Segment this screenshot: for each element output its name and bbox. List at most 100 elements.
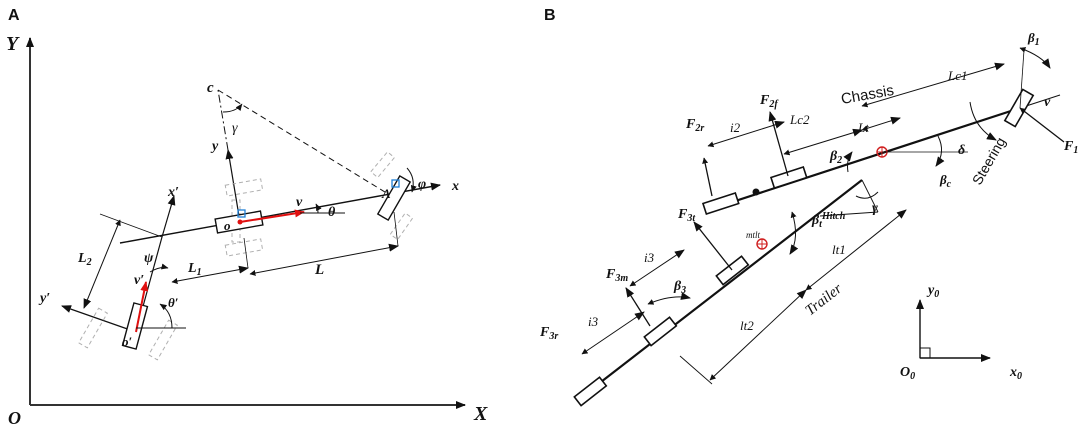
i3a-label: i3	[644, 250, 655, 265]
force-f3t-arrow	[693, 221, 733, 271]
beta3-arc	[647, 292, 691, 305]
mass-label: mtlt	[746, 230, 761, 240]
lc2-dimension	[783, 128, 863, 156]
beta3-label: β3	[673, 279, 686, 296]
vehicle-x-axis	[119, 182, 441, 244]
vehicle-x-label: x	[451, 179, 459, 194]
axis-to-center-line	[217, 89, 229, 151]
delta-arc	[969, 101, 997, 141]
right-angle-mark-1	[237, 209, 246, 218]
l-label: L	[314, 262, 324, 278]
global-x-label: X	[473, 403, 488, 425]
l-dimension	[249, 243, 399, 276]
force-f3m-arrow	[625, 287, 651, 327]
i2-dimension	[707, 120, 785, 148]
force-f2f-arrow	[768, 111, 789, 177]
theta-label: θ	[328, 205, 336, 220]
l-extension	[393, 211, 399, 247]
force-f2r-label: F2r	[685, 117, 704, 134]
i3b-label: i3	[588, 314, 599, 329]
panel-a: A Y X O x y c γ o v θ	[6, 7, 488, 428]
betat-label: βtHitch	[811, 211, 846, 230]
frame-y0-label: y0	[926, 283, 939, 300]
lc1-dimension	[861, 62, 1005, 108]
lt-dimension	[861, 116, 901, 132]
betac-arc	[935, 135, 945, 167]
chassis-mid-wheel	[769, 166, 808, 190]
velocity-label: v	[296, 195, 303, 210]
steering-label: Steering	[969, 134, 1009, 187]
trailer-axis-line	[587, 179, 863, 393]
betac-label: βc	[939, 172, 952, 190]
rear-x-prime-label: x′	[167, 185, 179, 200]
gamma-b-arc	[855, 191, 879, 199]
beta1-arc	[1019, 47, 1051, 69]
center-c-label: c	[207, 80, 214, 96]
rear-velocity-label: v′	[134, 273, 144, 288]
global-origin-label: O	[8, 408, 21, 428]
force-f1-label: F1	[1063, 139, 1078, 156]
trailer-label: Trailer	[803, 281, 846, 319]
chassis-joint	[752, 188, 760, 196]
l2-label: L2	[77, 251, 92, 268]
betat-arc	[789, 211, 799, 255]
gamma-label: γ	[232, 121, 238, 136]
front-o-label: o	[224, 218, 231, 233]
steering-wheel-rect	[1003, 88, 1035, 128]
force-f3m-label: F3m	[605, 267, 628, 284]
force-f2f-label: F2f	[759, 93, 779, 110]
velocity-arrow	[239, 209, 305, 223]
chassis-rear-wheel	[701, 192, 740, 216]
lt1-dimension	[805, 209, 907, 291]
lt1-label: lt1	[832, 242, 846, 257]
panel-b-label: B	[544, 7, 556, 24]
i2-label: i2	[730, 120, 741, 135]
right-angle-mark-2	[391, 179, 400, 188]
rear-y-prime-axis	[61, 305, 137, 333]
point-a-label: A	[381, 186, 391, 201]
center-to-a-line	[217, 89, 399, 201]
l1-dimension	[171, 265, 249, 284]
i3b-dimension	[581, 311, 645, 355]
velocity-b-label: v	[1044, 95, 1051, 110]
phi-label: φ	[418, 177, 426, 192]
l1-extension	[243, 237, 249, 269]
panel-b: B F2r F2f F1 F3t F3m F3r	[539, 7, 1078, 407]
panel-a-label: A	[8, 7, 20, 24]
beta1-label: β1	[1027, 30, 1040, 48]
frame-x0-label: x0	[1009, 365, 1022, 382]
beta2-arc	[843, 151, 853, 173]
chassis-axis-line	[719, 106, 1021, 208]
ghost-wheel-2	[224, 238, 264, 257]
i3a-dimension	[629, 249, 685, 287]
ghost-rear-wheel-2	[147, 319, 179, 361]
ghost-front-wheel-1	[370, 151, 396, 179]
trailer-rear-wheel	[573, 376, 608, 407]
theta-prime-arc	[159, 303, 173, 329]
force-f3r-label: F3r	[539, 325, 558, 342]
hitch-leader	[861, 179, 879, 213]
hitch-leader-2	[819, 211, 879, 217]
trailer-mid-wheel	[643, 316, 678, 347]
global-y-label: Y	[6, 33, 20, 55]
l2-dimension	[83, 219, 121, 309]
rear-x-prime-axis	[161, 195, 176, 238]
theta-prime-label: θ′	[168, 295, 179, 310]
ghost-rear-wheel-1	[77, 307, 109, 349]
l2-extension	[99, 213, 163, 238]
theta-arc	[315, 203, 322, 214]
beta1-ref-line	[1019, 49, 1025, 109]
force-f3t-label: F3t	[677, 207, 696, 224]
l1-label: L1	[187, 261, 202, 278]
rear-y-prime-label: y′	[38, 291, 50, 306]
ghost-front-wheel-2	[389, 212, 414, 241]
frame-o0-label: O0	[900, 365, 915, 382]
beta2-label: β2	[829, 149, 842, 166]
lt2-label: lt2	[740, 318, 754, 333]
rear-o-label: o′	[122, 334, 133, 349]
force-f1-arrow	[1019, 107, 1065, 143]
psi-arc	[149, 263, 169, 273]
lt-label: Lt	[857, 120, 869, 135]
